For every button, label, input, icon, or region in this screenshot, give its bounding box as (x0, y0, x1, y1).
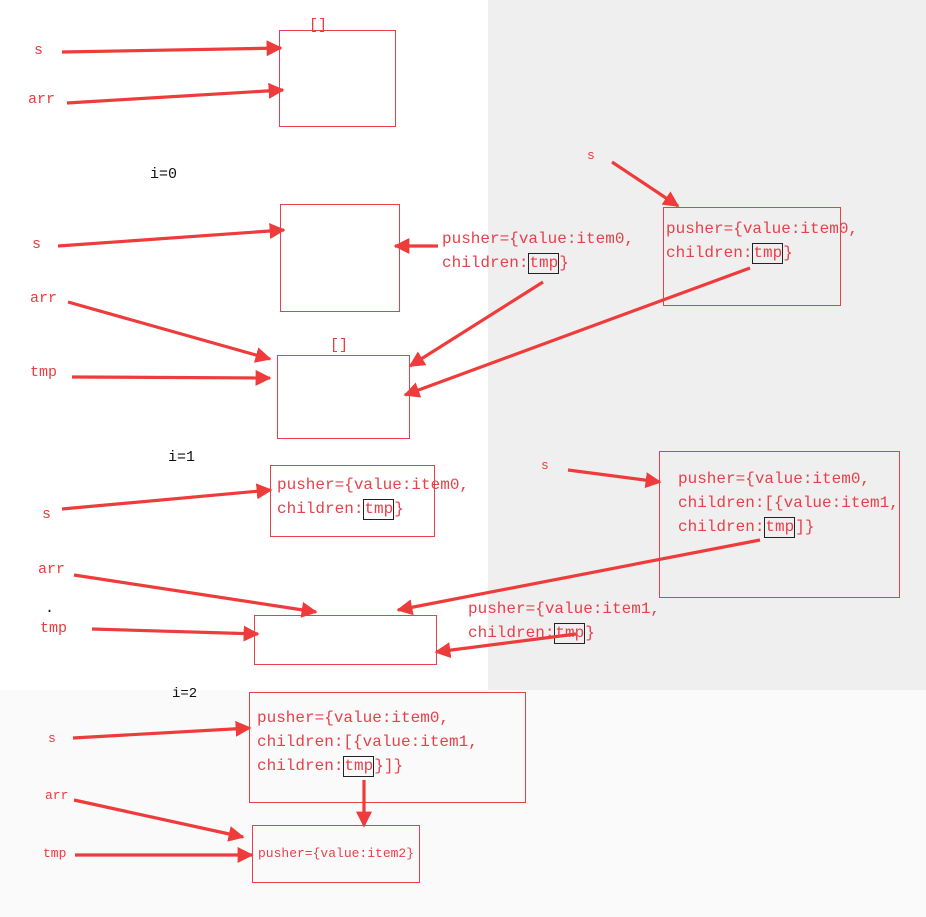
label-s-2b: s (587, 148, 595, 163)
children-key-2a: children: (442, 254, 529, 272)
label-arr-4: arr (45, 788, 69, 803)
pusher-object-box-2b (663, 207, 841, 306)
children-key-3b: children: (678, 518, 765, 536)
label-arr-3: arr (38, 561, 66, 578)
label-s-2: s (32, 236, 42, 253)
children-nested-line-4a: children:[{value:item1, (257, 733, 478, 751)
arrow-s-1 (61, 40, 283, 57)
label-tmp-4: tmp (43, 846, 67, 861)
tmp-ref-box-4a: tmp (343, 756, 375, 777)
empty-array-label-2: [] (330, 337, 349, 354)
children-key-4a: children: (257, 757, 344, 775)
tmp-ref-box-3c: tmp (554, 623, 586, 644)
pusher-line-2a: pusher={value:item0, (442, 230, 635, 248)
children-line-2b: children:tmp} (666, 243, 793, 264)
arrow-s-2 (57, 223, 286, 248)
arrow-tmp-ref-2b (403, 266, 751, 398)
pusher-line-3b: pusher={value:item0, (678, 470, 871, 488)
pusher-text-4b: pusher={value:item2} (258, 846, 415, 861)
close-brace-3c: } (585, 624, 595, 642)
children-key-3c: children: (468, 624, 555, 642)
arrow-arr-1 (66, 82, 285, 105)
arrow-tmp-ref-2a (408, 280, 544, 368)
label-arr-2: arr (30, 290, 58, 307)
arrow-tmp-2 (71, 369, 272, 386)
children-line-3b: children:tmp]} (678, 517, 815, 538)
nested-object-box-3b (659, 451, 900, 598)
label-tmp-3: tmp (40, 620, 68, 637)
children-nested-line-3b: children:[{value:item1, (678, 494, 899, 512)
label-s-3b: s (541, 458, 549, 473)
step-label-i0: i=0 (150, 166, 178, 183)
arrow-arr-3 (73, 573, 318, 618)
close-brace-2a: } (559, 254, 569, 272)
tmp-ref-box-2a: tmp (528, 253, 560, 274)
label-tmp-2: tmp (30, 364, 58, 381)
step-label-i1: i=1 (168, 449, 196, 466)
pusher-text-2a: pusher={value:item0, children:tmp} (442, 227, 634, 275)
s-object-box-3 (270, 465, 435, 537)
close-nested-4a: }]} (374, 757, 404, 775)
tmp-ref-box-3a: tmp (363, 499, 395, 520)
nested-object-box-4 (249, 692, 526, 803)
arrow-s-4 (72, 720, 252, 740)
close-nested-3b: ]} (795, 518, 815, 536)
empty-array-box-1 (279, 30, 396, 127)
pusher-line-4a: pusher={value:item0, (257, 709, 450, 727)
bottom-background-strip (0, 690, 926, 917)
pusher-text-3b: pusher={value:item0, children:[{value:it… (678, 467, 899, 539)
pusher-text-3c: pusher={value:item1, children:tmp} (468, 597, 660, 645)
pusher-text-3a: pusher={value:item0, children:tmp} (277, 473, 469, 521)
pusher-line-3c: pusher={value:item1, (468, 600, 661, 618)
arrow-s-3 (61, 483, 273, 511)
step-label-i2: i=2 (172, 686, 198, 702)
arrow-tmp-3 (91, 625, 260, 642)
tmp-ref-box-3b: tmp (764, 517, 796, 538)
arrow-arr-2 (67, 300, 272, 363)
children-key-2b: children: (666, 244, 753, 262)
empty-array-label-1: [] (309, 17, 328, 34)
label-s-4: s (48, 731, 56, 746)
stray-dot: . (45, 600, 55, 617)
children-line-2a: children:tmp} (442, 253, 569, 274)
children-key-3a: children: (277, 500, 364, 518)
close-brace-2b: } (783, 244, 793, 262)
pusher-text-4a: pusher={value:item0, children:[{value:it… (257, 706, 478, 778)
arrow-arr-4 (73, 798, 245, 842)
label-arr-1: arr (28, 91, 56, 108)
pusher-line-3a: pusher={value:item0, (277, 476, 470, 494)
arrow-s-2b (611, 160, 680, 208)
tmp-ref-box-2b: tmp (752, 243, 784, 264)
children-line-3c: children:tmp} (468, 623, 595, 644)
children-line-3a: children:tmp} (277, 499, 404, 520)
arrow-s-3b (567, 468, 662, 489)
close-brace-3a: } (394, 500, 404, 518)
children-line-4a: children:tmp}]} (257, 756, 404, 777)
arrow-tmp-ref-3c (434, 632, 577, 659)
label-s-3: s (42, 506, 52, 523)
pusher-line-2b: pusher={value:item0, (666, 220, 859, 238)
label-s-1: s (34, 42, 44, 59)
s-object-box-2 (280, 204, 400, 312)
pusher-text-2b: pusher={value:item0, children:tmp} (666, 217, 858, 265)
arrow-tmp-ref-3b (396, 538, 761, 616)
